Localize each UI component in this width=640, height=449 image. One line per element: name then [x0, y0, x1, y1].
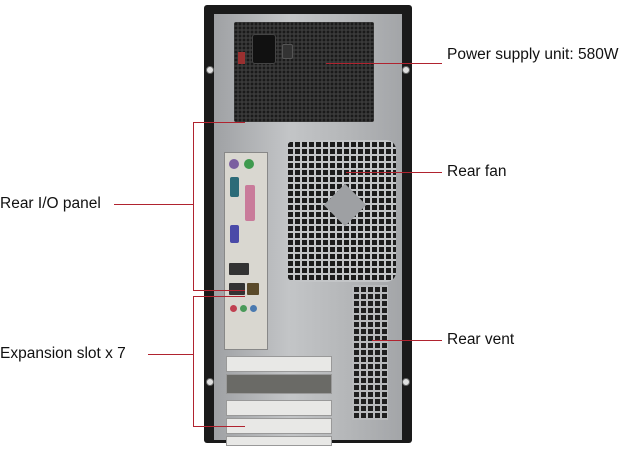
power-socket-icon — [252, 34, 276, 64]
rear-fan-leader-line — [346, 172, 442, 173]
expansion-slot-graphics-card — [226, 374, 332, 394]
usb-ports-icon — [229, 263, 249, 275]
usb-ports-icon — [229, 283, 245, 295]
ps2-mouse-port-icon — [244, 159, 254, 169]
rear-vent-leader-line — [372, 340, 442, 341]
expansion-slot — [226, 400, 332, 416]
rear-io-bracket-bottom — [193, 290, 245, 291]
ps2-keyboard-port-icon — [229, 159, 239, 169]
screw-icon — [402, 378, 410, 386]
audio-out-jack-icon — [240, 305, 247, 312]
serial-port-icon — [230, 177, 239, 197]
voltage-switch-icon — [238, 52, 245, 64]
rear-io-panel — [224, 152, 268, 350]
expansion-bracket-line — [193, 296, 194, 426]
expansion-slots — [226, 356, 332, 446]
psu-leader-line — [326, 63, 442, 64]
rear-io-bracket-line — [193, 122, 194, 290]
label-rear-io-panel: Rear I/O panel — [0, 195, 101, 212]
audio-in-jack-icon — [250, 305, 257, 312]
parallel-port-icon — [245, 185, 255, 221]
expansion-bracket-bottom — [193, 426, 245, 427]
label-rear-vent: Rear vent — [447, 331, 515, 348]
expansion-bracket-top — [193, 296, 245, 297]
expansion-slot — [226, 356, 332, 372]
screw-icon — [206, 378, 214, 386]
ethernet-port-icon — [247, 283, 259, 295]
rear-io-bracket-top — [193, 122, 245, 123]
screw-icon — [402, 66, 410, 74]
expansion-slot — [226, 436, 332, 446]
label-power-supply: Power supply unit: 580W — [447, 46, 619, 63]
rear-io-leader-line — [114, 204, 194, 205]
label-expansion-slots: Expansion slot x 7 — [0, 345, 126, 362]
power-switch-icon — [282, 44, 293, 59]
label-rear-fan: Rear fan — [447, 163, 507, 180]
vga-port-icon — [230, 225, 239, 243]
expansion-leader-line — [148, 354, 194, 355]
screw-icon — [206, 66, 214, 74]
rear-vent-grill — [352, 285, 388, 420]
audio-mic-jack-icon — [230, 305, 237, 312]
